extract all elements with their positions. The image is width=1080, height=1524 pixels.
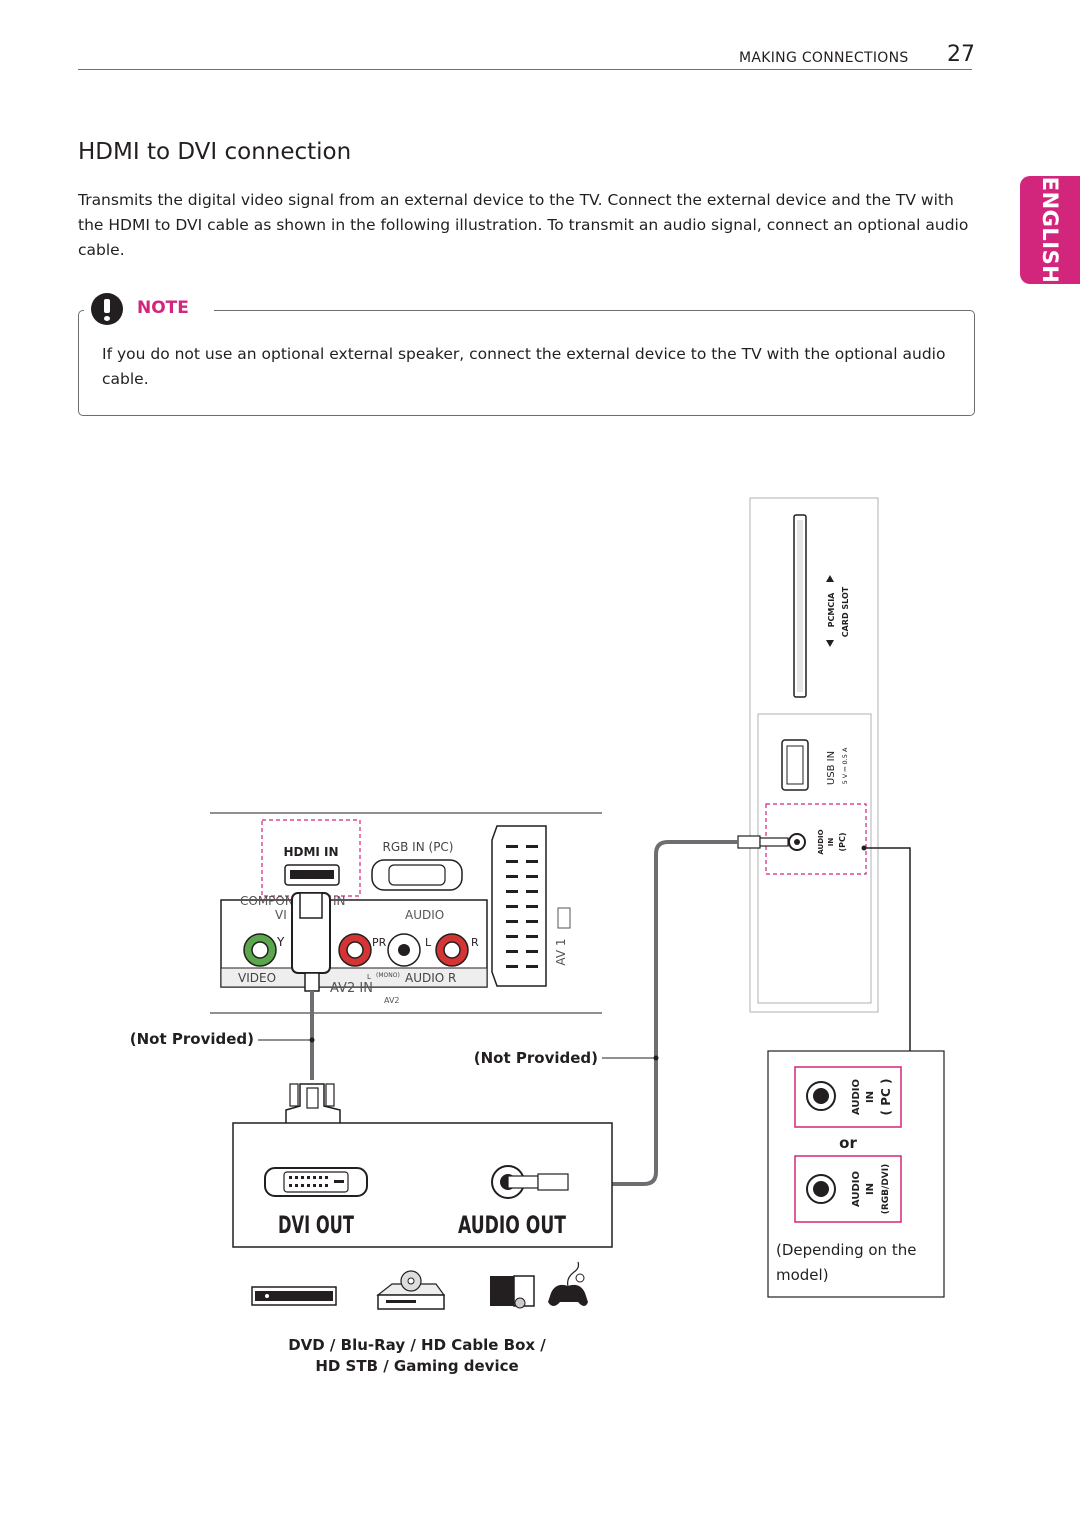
video-label: VIDEO — [238, 971, 276, 985]
mono-label: (MONO) — [376, 972, 400, 979]
av1-label: AV 1 — [554, 938, 568, 965]
pr-label: PR — [372, 936, 387, 949]
side-pc-label: (PC) — [838, 832, 847, 851]
usb-in-label: USB IN — [826, 751, 837, 785]
l-small-label: L — [367, 973, 371, 981]
note-text: If you do not use an optional external s… — [102, 345, 946, 388]
av2-in-label: AV2 IN — [330, 981, 373, 996]
audio-out-label: AUDIO OUT — [458, 1211, 566, 1239]
audio-cable: (Not Provided) — [474, 840, 911, 1186]
audio-in-variants: AUDIO IN ( PC ) or AUDIO IN (RGB/DVI) (D… — [767, 1050, 945, 1298]
intro-paragraph: Transmits the digital video signal from … — [78, 191, 969, 259]
rgb-in-label: RGB IN (PC) — [383, 840, 454, 854]
dvi-out-label: DVI OUT — [278, 1211, 354, 1239]
depending-on-model-note: (Depending on the model) — [776, 1241, 917, 1284]
audio-group-label: AUDIO — [405, 908, 444, 922]
hdmi-in-label: HDMI IN — [283, 845, 338, 859]
y-label: Y — [276, 935, 285, 949]
page-title: HDMI to DVI connection — [78, 139, 352, 165]
side-audio-label: AUDIO — [817, 829, 825, 854]
cable-left-label: (Not Provided) — [130, 1030, 254, 1048]
section-label: MAKING CONNECTIONS — [739, 50, 909, 66]
device-caption-line2: HD STB / Gaming device — [315, 1357, 518, 1375]
header-rule — [78, 69, 972, 70]
side-in-label: IN — [827, 838, 835, 847]
variant1-audio-label: AUDIO — [851, 1079, 862, 1115]
variant2-audio-label: AUDIO — [851, 1171, 862, 1207]
cable-right-label: (Not Provided) — [474, 1049, 598, 1067]
av2-label: AV2 — [384, 996, 400, 1005]
note-icon — [91, 293, 123, 325]
variant2-in-label: IN — [865, 1183, 876, 1195]
page-number: 27 — [947, 42, 975, 67]
variant1-pc-label: ( PC ) — [879, 1079, 893, 1116]
hd-stb-icon — [490, 1276, 514, 1306]
component-in-label: IN — [333, 894, 346, 908]
tv-side-panel: PCMCIA CARD SLOT USB IN 5 V ⎓ 0.5 A AUDI… — [737, 497, 879, 1013]
usb-power-label: 5 V ⎓ 0.5 A — [841, 747, 849, 784]
note-box — [78, 310, 975, 416]
card-slot-label: CARD SLOT — [841, 586, 850, 637]
device-caption-line1: DVD / Blu-Ray / HD Cable Box / — [288, 1336, 546, 1354]
r-label: R — [471, 936, 479, 949]
l-label: L — [425, 936, 432, 949]
pcmcia-label: PCMCIA — [827, 592, 836, 628]
variant2-rgb-dvi-label: (RGB/DVI) — [881, 1164, 891, 1214]
component-label: COMPON — [240, 894, 294, 908]
gamepad-icon — [548, 1284, 588, 1306]
note-label: NOTE — [137, 298, 189, 318]
scart-port-icon — [491, 825, 547, 987]
variant1-in-label: IN — [865, 1091, 876, 1103]
tv-back-panel: HDMI IN RGB IN (PC) COMPON IN VI AUDIO Y… — [210, 812, 602, 1014]
audio-r-label: AUDIO R — [405, 971, 456, 985]
external-device: DVI OUT AUDIO OUT DVD / Blu-Ray / HD Cab… — [232, 1122, 613, 1375]
language-tab[interactable]: ENGLISH — [1020, 176, 1080, 284]
component-vi-label: VI — [275, 908, 287, 922]
or-label: or — [839, 1134, 857, 1152]
